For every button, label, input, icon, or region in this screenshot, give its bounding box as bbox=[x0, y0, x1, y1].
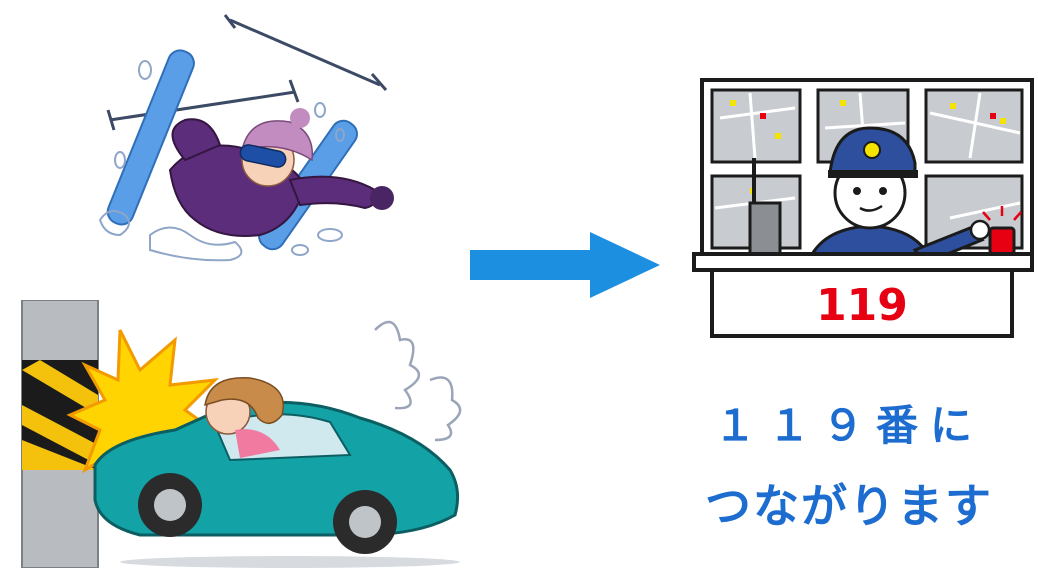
skier-leg bbox=[171, 118, 222, 162]
arrow-right-icon bbox=[470, 232, 660, 298]
radio-handset bbox=[748, 158, 782, 260]
skier-hat bbox=[240, 120, 314, 162]
smoke bbox=[374, 320, 420, 410]
skier-goggles bbox=[239, 144, 287, 168]
skier-crash-illustration bbox=[98, 14, 394, 262]
alarm-light bbox=[982, 206, 1022, 256]
snow-splash bbox=[98, 60, 345, 262]
car-crash-illustration bbox=[21, 300, 462, 568]
officer bbox=[807, 126, 991, 265]
ski-left bbox=[106, 49, 195, 226]
hazard-stripes bbox=[22, 360, 98, 470]
hat-pompom bbox=[290, 108, 310, 128]
skier-glove bbox=[370, 186, 394, 210]
car-wheels bbox=[138, 473, 397, 554]
caption-line-1: １１９番に bbox=[713, 401, 984, 450]
caption-line-2: つながります bbox=[705, 479, 993, 533]
car-shadow bbox=[120, 556, 460, 568]
desk-number: 119 bbox=[816, 280, 908, 331]
dispatcher-icon: 119 bbox=[692, 78, 1034, 338]
ski-poles bbox=[106, 14, 388, 131]
driver-body bbox=[235, 429, 280, 458]
skier-arm bbox=[288, 175, 378, 210]
dispatch-desk bbox=[692, 252, 1034, 338]
driver-hair bbox=[204, 376, 284, 424]
